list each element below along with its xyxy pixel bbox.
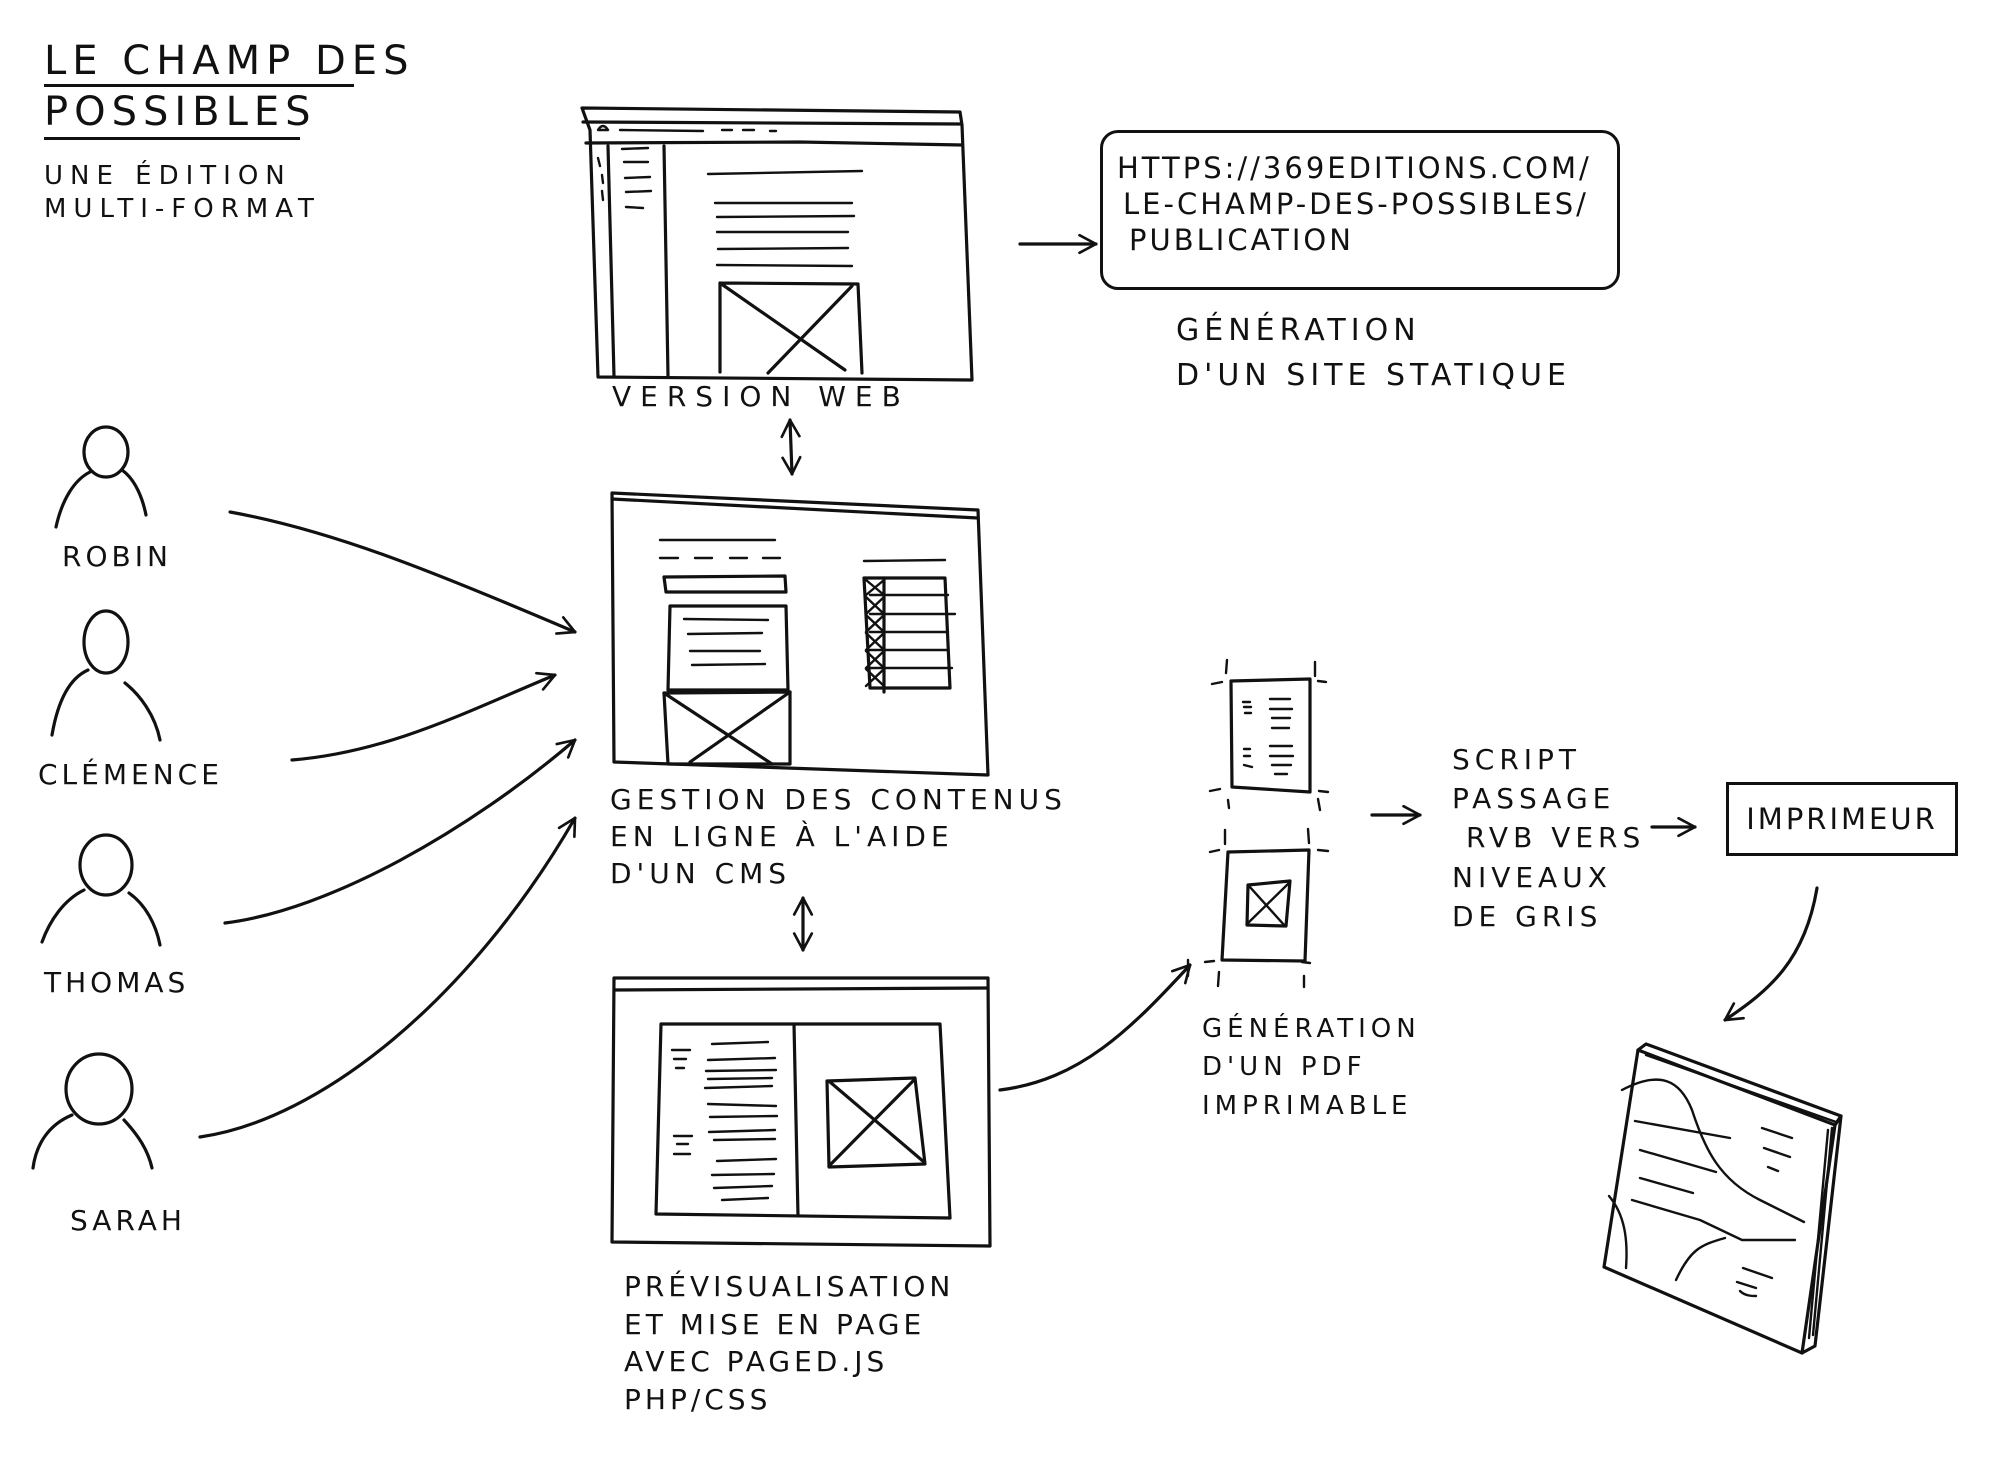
- contributor-name-clemence: Clémence: [38, 758, 223, 791]
- url-line-1: https://369editions.com/: [1117, 151, 1592, 185]
- cms-label: Gestion des contenus en ligne à l'aide d…: [610, 782, 1067, 893]
- person-icon-robin: [54, 425, 148, 529]
- arrow-robin-to-cms: [228, 510, 577, 635]
- page-subtitle: Une édition multi-format: [44, 160, 321, 225]
- printer-box: Imprimeur: [1726, 782, 1958, 856]
- arrow-preview-to-pdf: [998, 963, 1192, 1092]
- arrow-clemence-to-cms: [290, 671, 557, 762]
- preview-line-2: et mise en page: [624, 1307, 926, 1341]
- cms-line-3: d'un CMS: [610, 856, 792, 890]
- contributor-name-thomas: Thomas: [44, 966, 190, 999]
- static-site-label: Génération d'un site statique: [1176, 308, 1571, 398]
- printed-book-icon: [1602, 1042, 1843, 1355]
- page-title: Le champ des possibles: [44, 40, 408, 140]
- script-line-3: RVB vers: [1466, 821, 1646, 855]
- url-line-2: le-champ-des-possibles/: [1123, 186, 1589, 221]
- static-site-line-2: d'un site statique: [1176, 358, 1571, 393]
- web-version-label: Version web: [612, 380, 910, 413]
- arrow-sarah-to-cms: [198, 816, 577, 1139]
- script-line-2: passage: [1452, 782, 1616, 816]
- subtitle-line-2: multi-format: [44, 193, 321, 224]
- preview-label: Prévisualisation et mise en page avec pa…: [624, 1268, 954, 1418]
- arrow-printer-to-book: [1723, 886, 1819, 1022]
- arrow-thomas-to-cms: [223, 738, 577, 925]
- pdf-line-2: d'un pdf: [1202, 1052, 1367, 1083]
- pdf-label: Génération d'un pdf imprimable: [1202, 1010, 1421, 1125]
- static-site-line-1: Génération: [1176, 313, 1421, 348]
- person-icon-clemence: [50, 609, 162, 742]
- preview-line-3: avec paged.js: [624, 1345, 889, 1379]
- cms-window-icon: [610, 491, 990, 777]
- person-icon-sarah: [31, 1052, 154, 1170]
- book-spread-window-icon: [610, 976, 992, 1248]
- browser-window-icon: [580, 106, 974, 382]
- script-label: Script passage RVB vers niveaux de gris: [1452, 740, 1645, 936]
- contributor-name-sarah: Sarah: [70, 1204, 186, 1237]
- title-line-2: possibles: [44, 91, 311, 140]
- script-line-4: niveaux: [1452, 860, 1612, 894]
- script-line-1: Script: [1452, 743, 1582, 776]
- pdf-line-3: imprimable: [1202, 1090, 1413, 1121]
- url-line-3: publication: [1129, 222, 1354, 257]
- script-line-5: de gris: [1452, 899, 1603, 933]
- subtitle-line-1: Une édition: [44, 161, 292, 191]
- url-box: https://369editions.com/ le-champ-des-po…: [1100, 130, 1620, 290]
- contributor-name-robin: Robin: [62, 540, 172, 573]
- preview-line-1: Prévisualisation: [624, 1270, 955, 1303]
- printer-label: Imprimeur: [1746, 802, 1938, 836]
- pdf-pages-icon: [1186, 658, 1330, 989]
- person-icon-thomas: [40, 833, 162, 947]
- cms-line-2: en ligne à l'aide: [610, 819, 954, 853]
- arrow-web-cms-bidirectional: [780, 418, 802, 476]
- title-line-1: Le champ des: [44, 40, 408, 87]
- cms-line-1: Gestion des contenus: [610, 783, 1067, 816]
- preview-line-4: php/css: [624, 1382, 772, 1416]
- pdf-line-1: Génération: [1202, 1014, 1421, 1044]
